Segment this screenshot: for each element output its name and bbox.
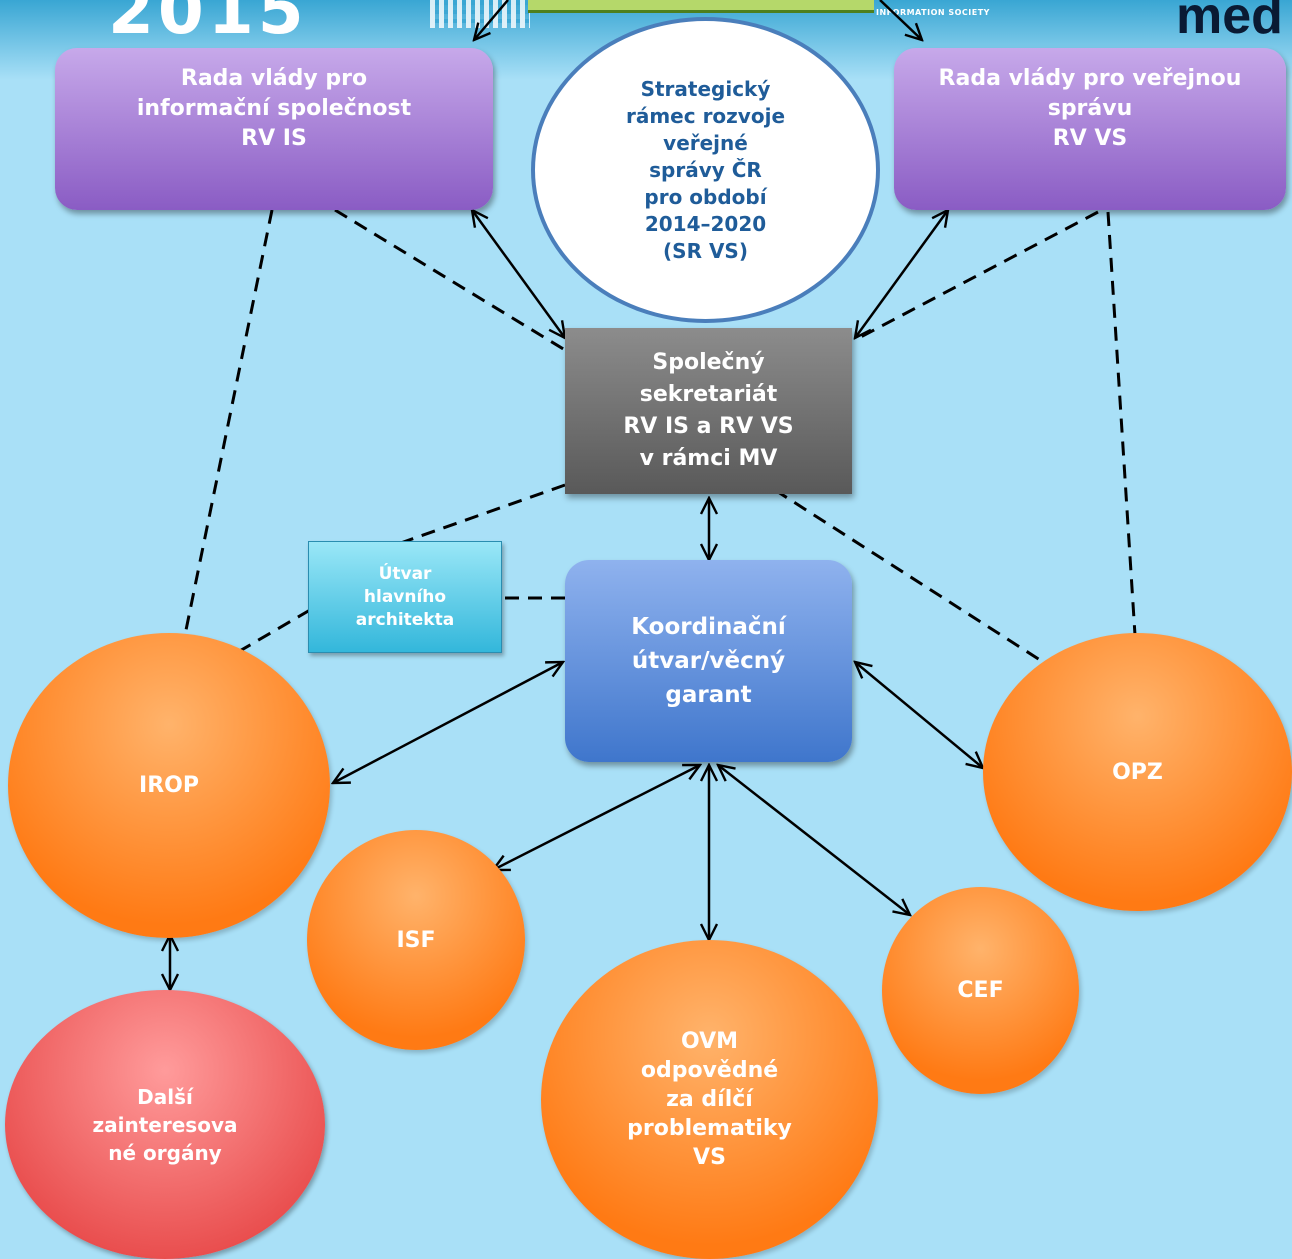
information-society-logo: INFORMATION SOCIETY xyxy=(876,8,990,17)
dashed-rvvs-secretariat xyxy=(854,210,1099,342)
node-opz: OPZ xyxy=(983,633,1292,911)
dashed-rvis-secretariat xyxy=(334,208,566,352)
arrow-coordination-cef xyxy=(718,765,910,915)
logo-strip xyxy=(528,0,874,13)
dashed-rvis-irop xyxy=(183,209,274,636)
dashed-architect-irop xyxy=(237,608,311,654)
arrow-rvis-secretariat xyxy=(472,210,565,338)
arrow-rvvs-secretariat xyxy=(855,210,948,338)
dashed-connectors xyxy=(183,208,1137,662)
year-label: 2015 xyxy=(108,0,308,49)
node-chief-architect: Útvar hlavního architekta xyxy=(308,541,502,653)
node-other-bodies: Další zainteresova né orgány xyxy=(5,990,325,1259)
node-isf: ISF xyxy=(307,830,525,1050)
node-secretariat: Společný sekretariát RV IS a RV VS v rám… xyxy=(565,328,852,494)
arrow-top-left xyxy=(474,0,509,40)
top-arrows xyxy=(474,0,922,40)
solid-connectors xyxy=(170,210,983,990)
arrow-top-right xyxy=(879,0,922,40)
arrow-coordination-isf xyxy=(493,765,700,870)
title-fragment: med xyxy=(1176,0,1283,45)
arrow-coordination-irop xyxy=(333,662,563,783)
node-rv-vs: Rada vlády pro veřejnou správu RV VS xyxy=(894,48,1286,210)
dashed-secretariat-opz xyxy=(774,488,1041,662)
node-irop: IROP xyxy=(8,633,330,938)
node-coordination: Koordinační útvar/věcný garant xyxy=(565,560,852,762)
arrow-coordination-opz xyxy=(855,662,983,768)
node-sr-vs: Strategický rámec rozvoje veřejné správy… xyxy=(531,17,880,323)
node-ovm: OVM odpovědné za dílčí problematiky VS xyxy=(541,940,878,1259)
dashed-rvvs-opz xyxy=(1106,211,1137,636)
node-cef: CEF xyxy=(882,887,1079,1094)
node-rv-is: Rada vlády pro informační společnost RV … xyxy=(55,48,493,210)
